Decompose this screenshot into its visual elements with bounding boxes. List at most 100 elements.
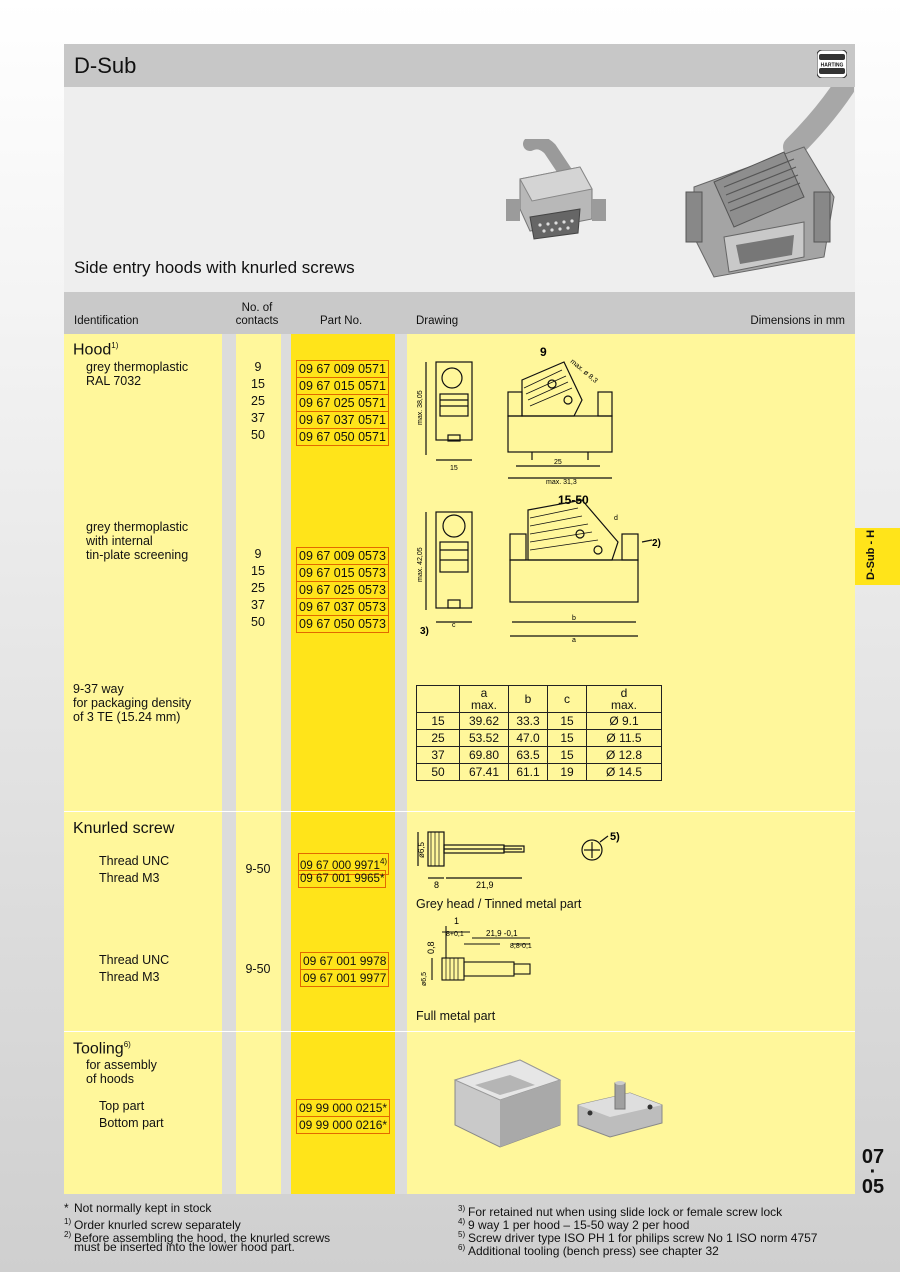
column-header-bar: Identification No. of contacts Part No. …	[64, 292, 855, 334]
hood-group2-line2: with internal	[86, 534, 153, 548]
knurled-screw-drawing-grey: ø6,5 8 21,9 5)	[417, 831, 620, 890]
table-cell: 15	[547, 746, 587, 764]
col-identification: Identification	[74, 315, 139, 327]
table-cell: Ø 9.1	[586, 712, 662, 730]
part-number[interactable]: 09 67 015 0573	[296, 564, 389, 582]
dimensions-table: a max. b c d max. 15 39.62 33.3 15 Ø 9.1…	[416, 685, 662, 781]
footnote: 5)Screw driver type ISO PH 1 for philips…	[458, 1230, 818, 1245]
knurled-screw-drawing-metal: 1 8+0,1 21,9 -0,1 8,8-0,1 0,8 ø6,5	[421, 916, 532, 986]
hood-group1-line2: RAL 7032	[86, 374, 142, 388]
hood-group1-line1: grey thermoplastic	[86, 360, 189, 374]
part-number[interactable]: 09 67 009 0573	[296, 547, 389, 565]
svg-text:max. 42,05: max. 42,05	[417, 547, 424, 582]
contacts-value: 15	[251, 377, 265, 391]
contacts-value: 15	[251, 564, 265, 578]
svg-text:b: b	[572, 615, 576, 622]
part-number[interactable]: 09 99 000 0215*	[296, 1099, 391, 1117]
harting-logo: HARTING	[817, 50, 847, 78]
header-b: b	[524, 692, 532, 706]
tooling-line1: for assembly	[86, 1058, 157, 1072]
svg-text:0,8: 0,8	[426, 941, 436, 954]
packaging-line2: for packaging density	[73, 696, 192, 710]
table-cell: Ø 14.5	[586, 763, 662, 781]
part-number[interactable]: 09 67 001 9977	[300, 969, 390, 987]
tooling-top-label: Top part	[99, 1099, 145, 1113]
table-header-row: a max. b c d max.	[416, 685, 662, 713]
tooling-bottom-label: Bottom part	[99, 1116, 164, 1130]
table-cell: 47.0	[508, 729, 548, 747]
table-header-cell: b	[508, 685, 548, 713]
svg-text:9: 9	[540, 345, 547, 359]
part-number[interactable]: 09 67 001 9965*	[298, 870, 387, 888]
svg-text:21,9: 21,9	[476, 880, 494, 890]
part-number[interactable]: 09 67 000 99714)	[298, 853, 390, 875]
section-divider	[64, 1031, 855, 1032]
part-number[interactable]: 09 67 009 0571	[296, 360, 389, 378]
table-cell: 39.62	[459, 712, 509, 730]
contacts-column	[236, 334, 281, 1194]
col-part-no: Part No.	[320, 315, 363, 327]
svg-text:15: 15	[450, 465, 458, 472]
table-cell: 15	[416, 712, 460, 730]
svg-text:2): 2)	[652, 538, 661, 549]
table-cell: 33.3	[508, 712, 548, 730]
column-gap	[395, 334, 407, 1194]
table-cell: 69.80	[459, 746, 509, 764]
thread-unc-label: Thread UNC	[99, 854, 170, 868]
tooling-photo	[453, 1059, 663, 1148]
part-number[interactable]: 09 67 001 9978	[300, 952, 390, 970]
table-cell: 19	[547, 763, 587, 781]
page-title: D-Sub	[74, 53, 137, 78]
footnote: 6)Additional tooling (bench press) see c…	[458, 1243, 719, 1258]
hood-drawing-9way: 9 max. ø 8,3 max. 38,05 15 25 max. 31,3	[417, 345, 613, 486]
table-cell: 67.41	[459, 763, 509, 781]
footnote: 2)Before assembling the hood, the knurle…	[64, 1230, 331, 1245]
identification-column	[64, 334, 222, 1194]
thread-m3-label: Thread M3	[99, 970, 160, 984]
column-gap	[222, 334, 236, 1194]
table-cell: 15	[547, 712, 587, 730]
header-d: d max.	[610, 686, 637, 712]
hero-area: Side entry hoods with knurled screws	[64, 87, 855, 292]
contacts-value: 9-50	[245, 862, 271, 876]
part-number[interactable]: 09 67 050 0573	[296, 615, 389, 633]
col-contacts-line1: No. of	[241, 302, 273, 314]
part-number[interactable]: 09 67 037 0573	[296, 598, 389, 616]
table-row: 37 69.80 63.5 15 Ø 12.8	[416, 746, 662, 764]
col-dimensions: Dimensions in mm	[750, 315, 845, 327]
hood-group2-line3: tin-plate screening	[86, 548, 189, 562]
svg-text:8,8-0,1: 8,8-0,1	[510, 943, 532, 950]
page-number: 07 · 05	[861, 1146, 885, 1198]
header-c: c	[564, 692, 570, 706]
svg-text:HARTING: HARTING	[821, 63, 844, 69]
svg-text:c: c	[452, 622, 456, 629]
part-number[interactable]: 09 67 050 0571	[296, 428, 389, 446]
knurled-screw-title: Knurled screw	[73, 820, 175, 837]
section-divider	[64, 811, 855, 812]
footnote: 3)For retained nut when using slide lock…	[458, 1204, 783, 1219]
part-number[interactable]: 09 67 037 0571	[296, 411, 389, 429]
contacts-value: 50	[251, 428, 265, 442]
svg-text:max. 31,3: max. 31,3	[546, 479, 577, 486]
packaging-line1: 9-37 way	[73, 682, 124, 696]
svg-text:a: a	[572, 637, 576, 644]
part-number[interactable]: 09 67 025 0571	[296, 394, 389, 412]
thread-m3-label: Thread M3	[99, 871, 160, 885]
table-cell: Ø 12.8	[586, 746, 662, 764]
contacts-value: 37	[251, 411, 265, 425]
svg-text:15-50: 15-50	[558, 493, 589, 507]
table-cell: 50	[416, 763, 460, 781]
part-number[interactable]: 09 67 025 0573	[296, 581, 389, 599]
part-number[interactable]: 09 99 000 0216*	[296, 1116, 391, 1134]
hood-group2-line1: grey thermoplastic	[86, 520, 189, 534]
svg-text:8+0,1: 8+0,1	[446, 931, 464, 938]
table-cell: Ø 11.5	[586, 729, 662, 747]
col-drawing: Drawing	[416, 315, 459, 327]
col-contacts-line2: contacts	[235, 315, 279, 327]
thread-unc-label: Thread UNC	[99, 953, 170, 967]
hood-title: Hood1)	[73, 341, 119, 359]
section-subtitle: Side entry hoods with knurled screws	[74, 258, 355, 277]
caption-full-metal: Full metal part	[416, 1009, 496, 1023]
chapter-tab[interactable]: D-Sub - H	[855, 528, 900, 585]
part-number[interactable]: 09 67 015 0571	[296, 377, 389, 395]
